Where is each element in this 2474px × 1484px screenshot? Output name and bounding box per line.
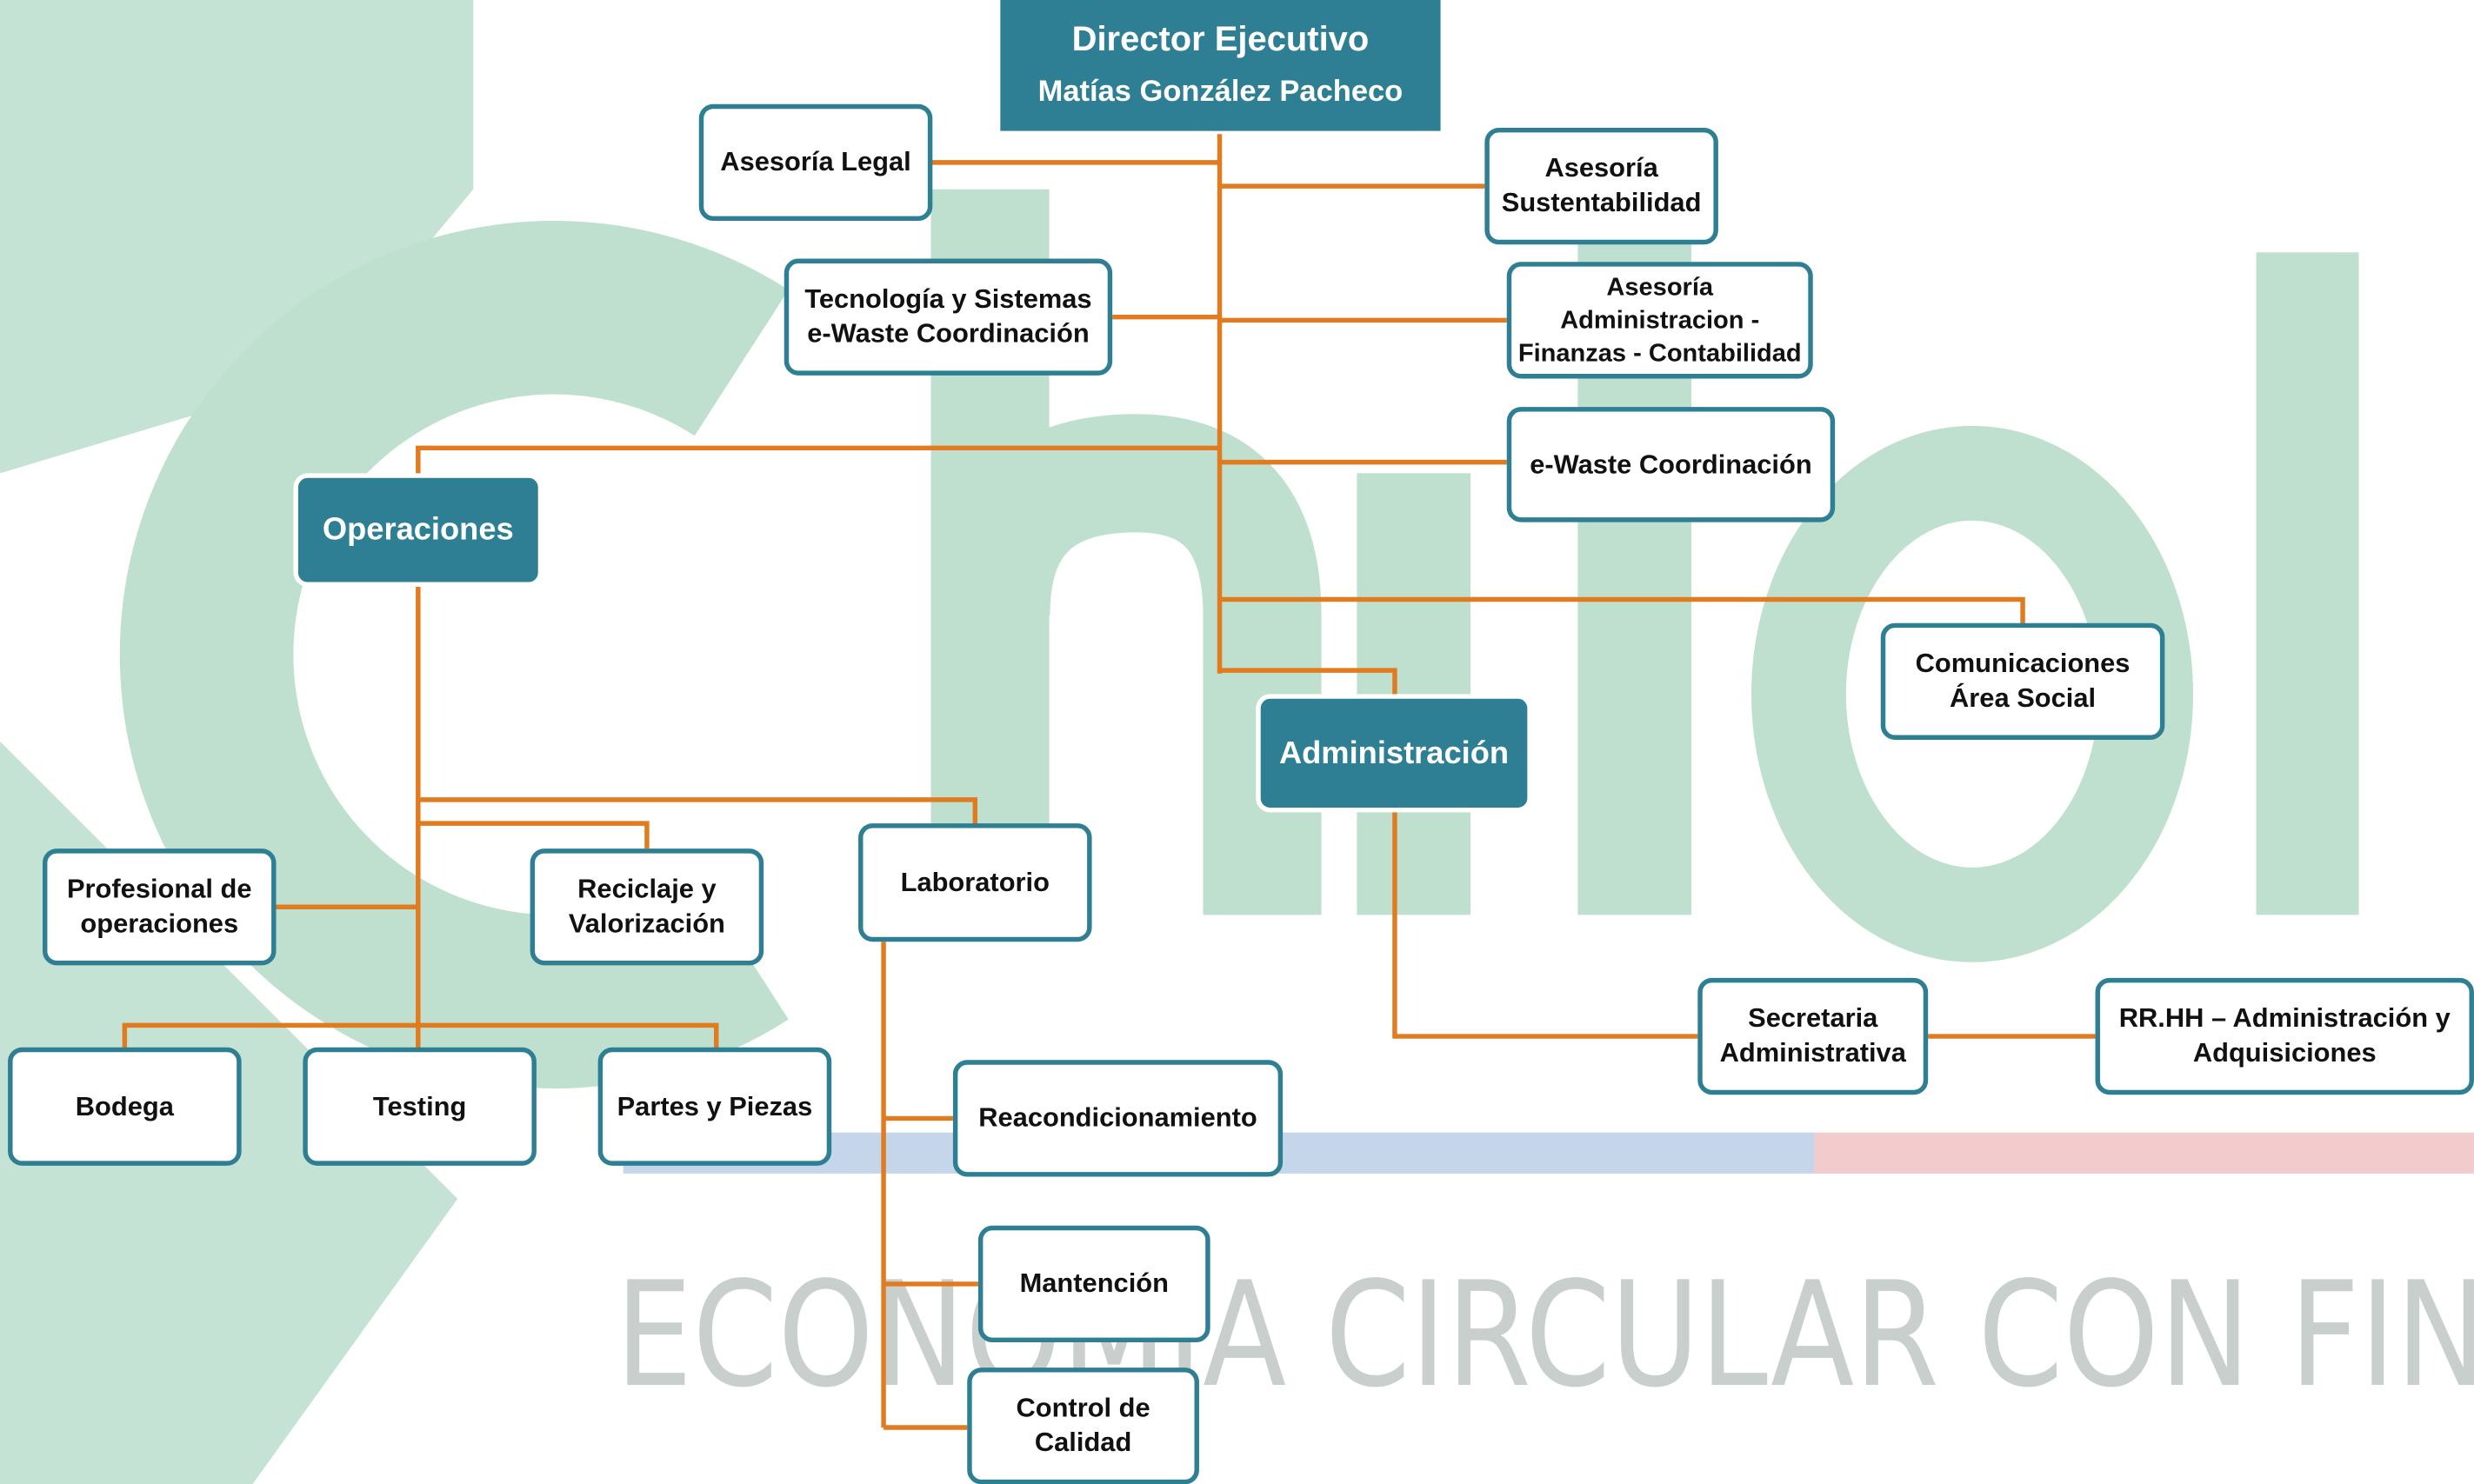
- partes-box: Partes y Piezas: [597, 1047, 832, 1166]
- partes-label: Partes y Piezas: [617, 1090, 813, 1121]
- comunicaciones-line2: Área Social: [1950, 682, 2097, 714]
- administracion-label: Administración: [1278, 735, 1510, 771]
- asesoria-admin-box: Asesoría Administracion - Finanzas - Con…: [1506, 262, 1813, 379]
- testing-label: Testing: [372, 1090, 467, 1121]
- mantencion-label: Mantención: [1019, 1268, 1169, 1299]
- reciclaje-line2: Valorización: [568, 908, 725, 939]
- reacondicionamiento-label: Reacondicionamiento: [978, 1102, 1257, 1133]
- profesional-box: Profesional de operaciones: [42, 848, 277, 966]
- tecnologia-line1: Tecnología y Sistemas: [804, 283, 1092, 315]
- ewaste-box: e-Waste Coordinación: [1506, 407, 1836, 522]
- watermark-letter-h-arch: [931, 414, 1322, 915]
- director-box: Director Ejecutivo Matías González Pache…: [1000, 0, 1441, 131]
- asesoria-admin-line2: Administracion -: [1560, 306, 1760, 334]
- watermark-letter-t: [2256, 252, 2359, 915]
- secretaria-line1: Secretaria: [1748, 1002, 1878, 1034]
- reacondicionamiento-box: Reacondicionamiento: [952, 1060, 1284, 1177]
- laboratorio-label: Laboratorio: [900, 867, 1050, 897]
- ewaste-label: e-Waste Coordinación: [1530, 449, 1812, 479]
- profesional-line1: Profesional de: [66, 874, 252, 904]
- watermark-letter-c: [119, 221, 789, 1088]
- asesoria-sustentabilidad-box: Asesoría Sustentabilidad: [1484, 127, 1718, 245]
- control-line2: Calidad: [1034, 1427, 1132, 1458]
- laboratorio-box: Laboratorio: [858, 823, 1092, 942]
- line-operaciones: [416, 445, 1220, 476]
- asesoria-sustentabilidad-line2: Sustentabilidad: [1501, 187, 1702, 218]
- control-box: Control de Calidad: [967, 1368, 1199, 1484]
- reciclaje-box: Reciclaje y Valorización: [530, 848, 764, 966]
- line-comunicaciones: [1219, 596, 2025, 627]
- line-reciclaje: [417, 821, 650, 849]
- asesoria-legal-label: Asesoría Legal: [720, 146, 911, 177]
- comunicaciones-line1: Comunicaciones: [1915, 648, 2131, 679]
- testing-box: Testing: [303, 1047, 537, 1166]
- asesoria-admin-line1: Asesoría: [1606, 273, 1714, 301]
- watermark-slogan: ECONOMÍA CIRCULAR CON FIN S: [616, 1249, 2474, 1420]
- tecnologia-line2: e-Waste Coordinación: [807, 318, 1090, 349]
- bodega-label: Bodega: [75, 1090, 174, 1121]
- rrhh-line2: Adquisiciones: [2192, 1037, 2377, 1068]
- watermark-band-red: [1814, 1132, 2474, 1174]
- rrhh-line1: RR.HH – Administración y: [2118, 1002, 2451, 1034]
- mantencion-box: Mantención: [977, 1225, 1210, 1343]
- asesoria-admin-line3: Finanzas - Contabilidad: [1517, 340, 1802, 367]
- control-line1: Control de: [1016, 1393, 1150, 1423]
- director-name: Matías González Pacheco: [1037, 75, 1404, 109]
- watermark-arrow-top: [0, 0, 474, 474]
- administracion-box: Administración: [1256, 694, 1532, 813]
- line-laboratorio: [417, 797, 978, 827]
- operaciones-box: Operaciones: [293, 473, 543, 587]
- operaciones-label: Operaciones: [322, 512, 514, 548]
- comunicaciones-box: Comunicaciones Área Social: [1880, 622, 2165, 740]
- director-title: Director Ejecutivo: [1071, 17, 1370, 58]
- rrhh-box: RR.HH – Administración y Adquisiciones: [2095, 977, 2474, 1095]
- watermark-letter-i: [1357, 473, 1471, 915]
- bodega-box: Bodega: [8, 1047, 242, 1166]
- secretaria-box: Secretaria Administrativa: [1697, 977, 1929, 1095]
- asesoria-sustentabilidad-line1: Asesoría: [1544, 152, 1658, 183]
- line-secretaria: [1392, 812, 1698, 1039]
- asesoria-legal-box: Asesoría Legal: [698, 103, 933, 222]
- reciclaje-line1: Reciclaje y: [577, 874, 717, 904]
- line-administracion: [1219, 668, 1397, 697]
- secretaria-line2: Administrativa: [1719, 1037, 1906, 1068]
- tecnologia-box: Tecnología y Sistemas e-Waste Coordinaci…: [784, 258, 1113, 376]
- profesional-line2: operaciones: [80, 908, 239, 939]
